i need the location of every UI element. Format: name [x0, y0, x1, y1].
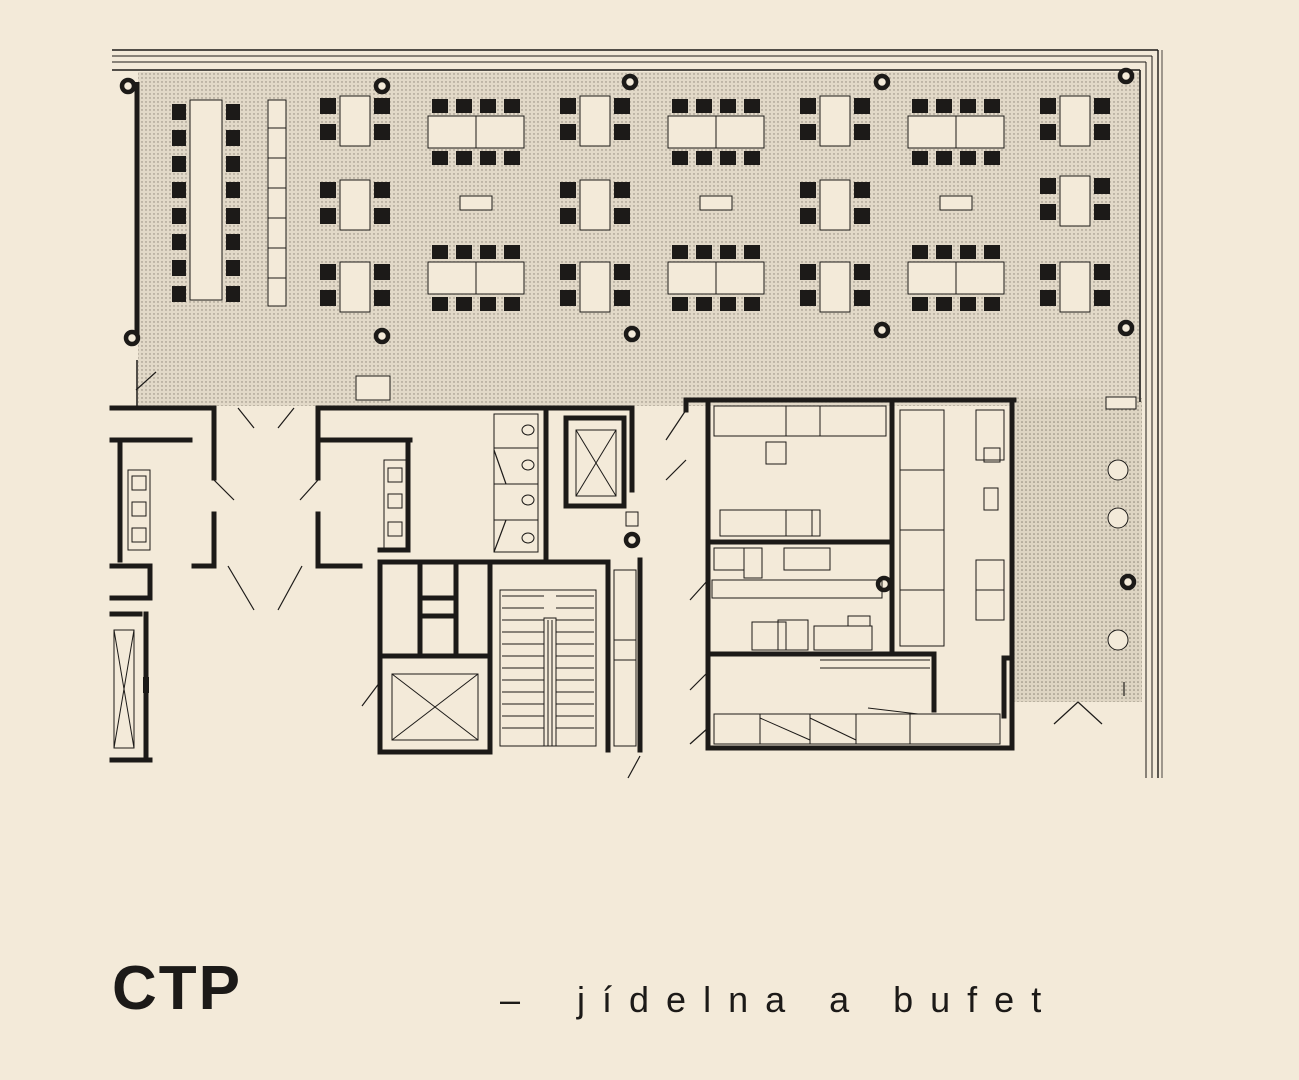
- column-icon: [1117, 319, 1135, 337]
- table-group-icon: [320, 95, 390, 147]
- column-icon: [1117, 67, 1135, 85]
- fixtures: [113, 405, 1005, 749]
- drawing-subtitle: –jídelna a bufet: [500, 982, 1058, 1018]
- subtitle-dash: –: [500, 979, 538, 1020]
- table-group-icon: [1040, 261, 1110, 313]
- subtitle-text: jídelna a bufet: [577, 979, 1059, 1020]
- column-icon: [623, 325, 641, 343]
- service-walls: [109, 397, 1017, 763]
- drawing-title: CTP: [112, 954, 242, 1023]
- table-group-icon: [800, 95, 870, 147]
- table-group-icon: [1040, 175, 1110, 227]
- buffet-area-floor: [1012, 398, 1142, 702]
- table-groups: [320, 95, 1110, 313]
- column-icon: [119, 77, 137, 95]
- bench-chairs: [172, 104, 240, 302]
- stair-icon: [502, 595, 594, 729]
- table-group-icon: [667, 245, 765, 311]
- column-icon: [1119, 573, 1137, 591]
- column-icon: [623, 531, 641, 549]
- table-group-icon: [560, 261, 630, 313]
- table-group-icon: [427, 245, 525, 311]
- buffet-round-tables: [1107, 459, 1129, 651]
- table-group-icon: [427, 99, 525, 165]
- column-icon: [123, 329, 141, 347]
- table-group-icon: [907, 99, 1005, 165]
- table-group-icon: [560, 179, 630, 231]
- column-icon: [373, 327, 391, 345]
- bench-table: [189, 99, 287, 307]
- columns: [119, 67, 1137, 593]
- table-group-icon: [320, 179, 390, 231]
- table-group-icon: [800, 261, 870, 313]
- table-group-icon: [667, 99, 765, 165]
- serving-tables: [355, 195, 1137, 410]
- table-group-icon: [800, 179, 870, 231]
- door-swings: [135, 371, 1125, 779]
- lift-shaft-icon: [575, 429, 617, 497]
- column-icon: [373, 77, 391, 95]
- table-group-icon: [560, 95, 630, 147]
- column-icon: [873, 321, 891, 339]
- facade-glazing: [112, 49, 1163, 778]
- column-icon: [873, 73, 891, 91]
- table-group-icon: [907, 245, 1005, 311]
- table-group-icon: [1040, 95, 1110, 147]
- table-group-icon: [320, 261, 390, 313]
- column-icon: [621, 73, 639, 91]
